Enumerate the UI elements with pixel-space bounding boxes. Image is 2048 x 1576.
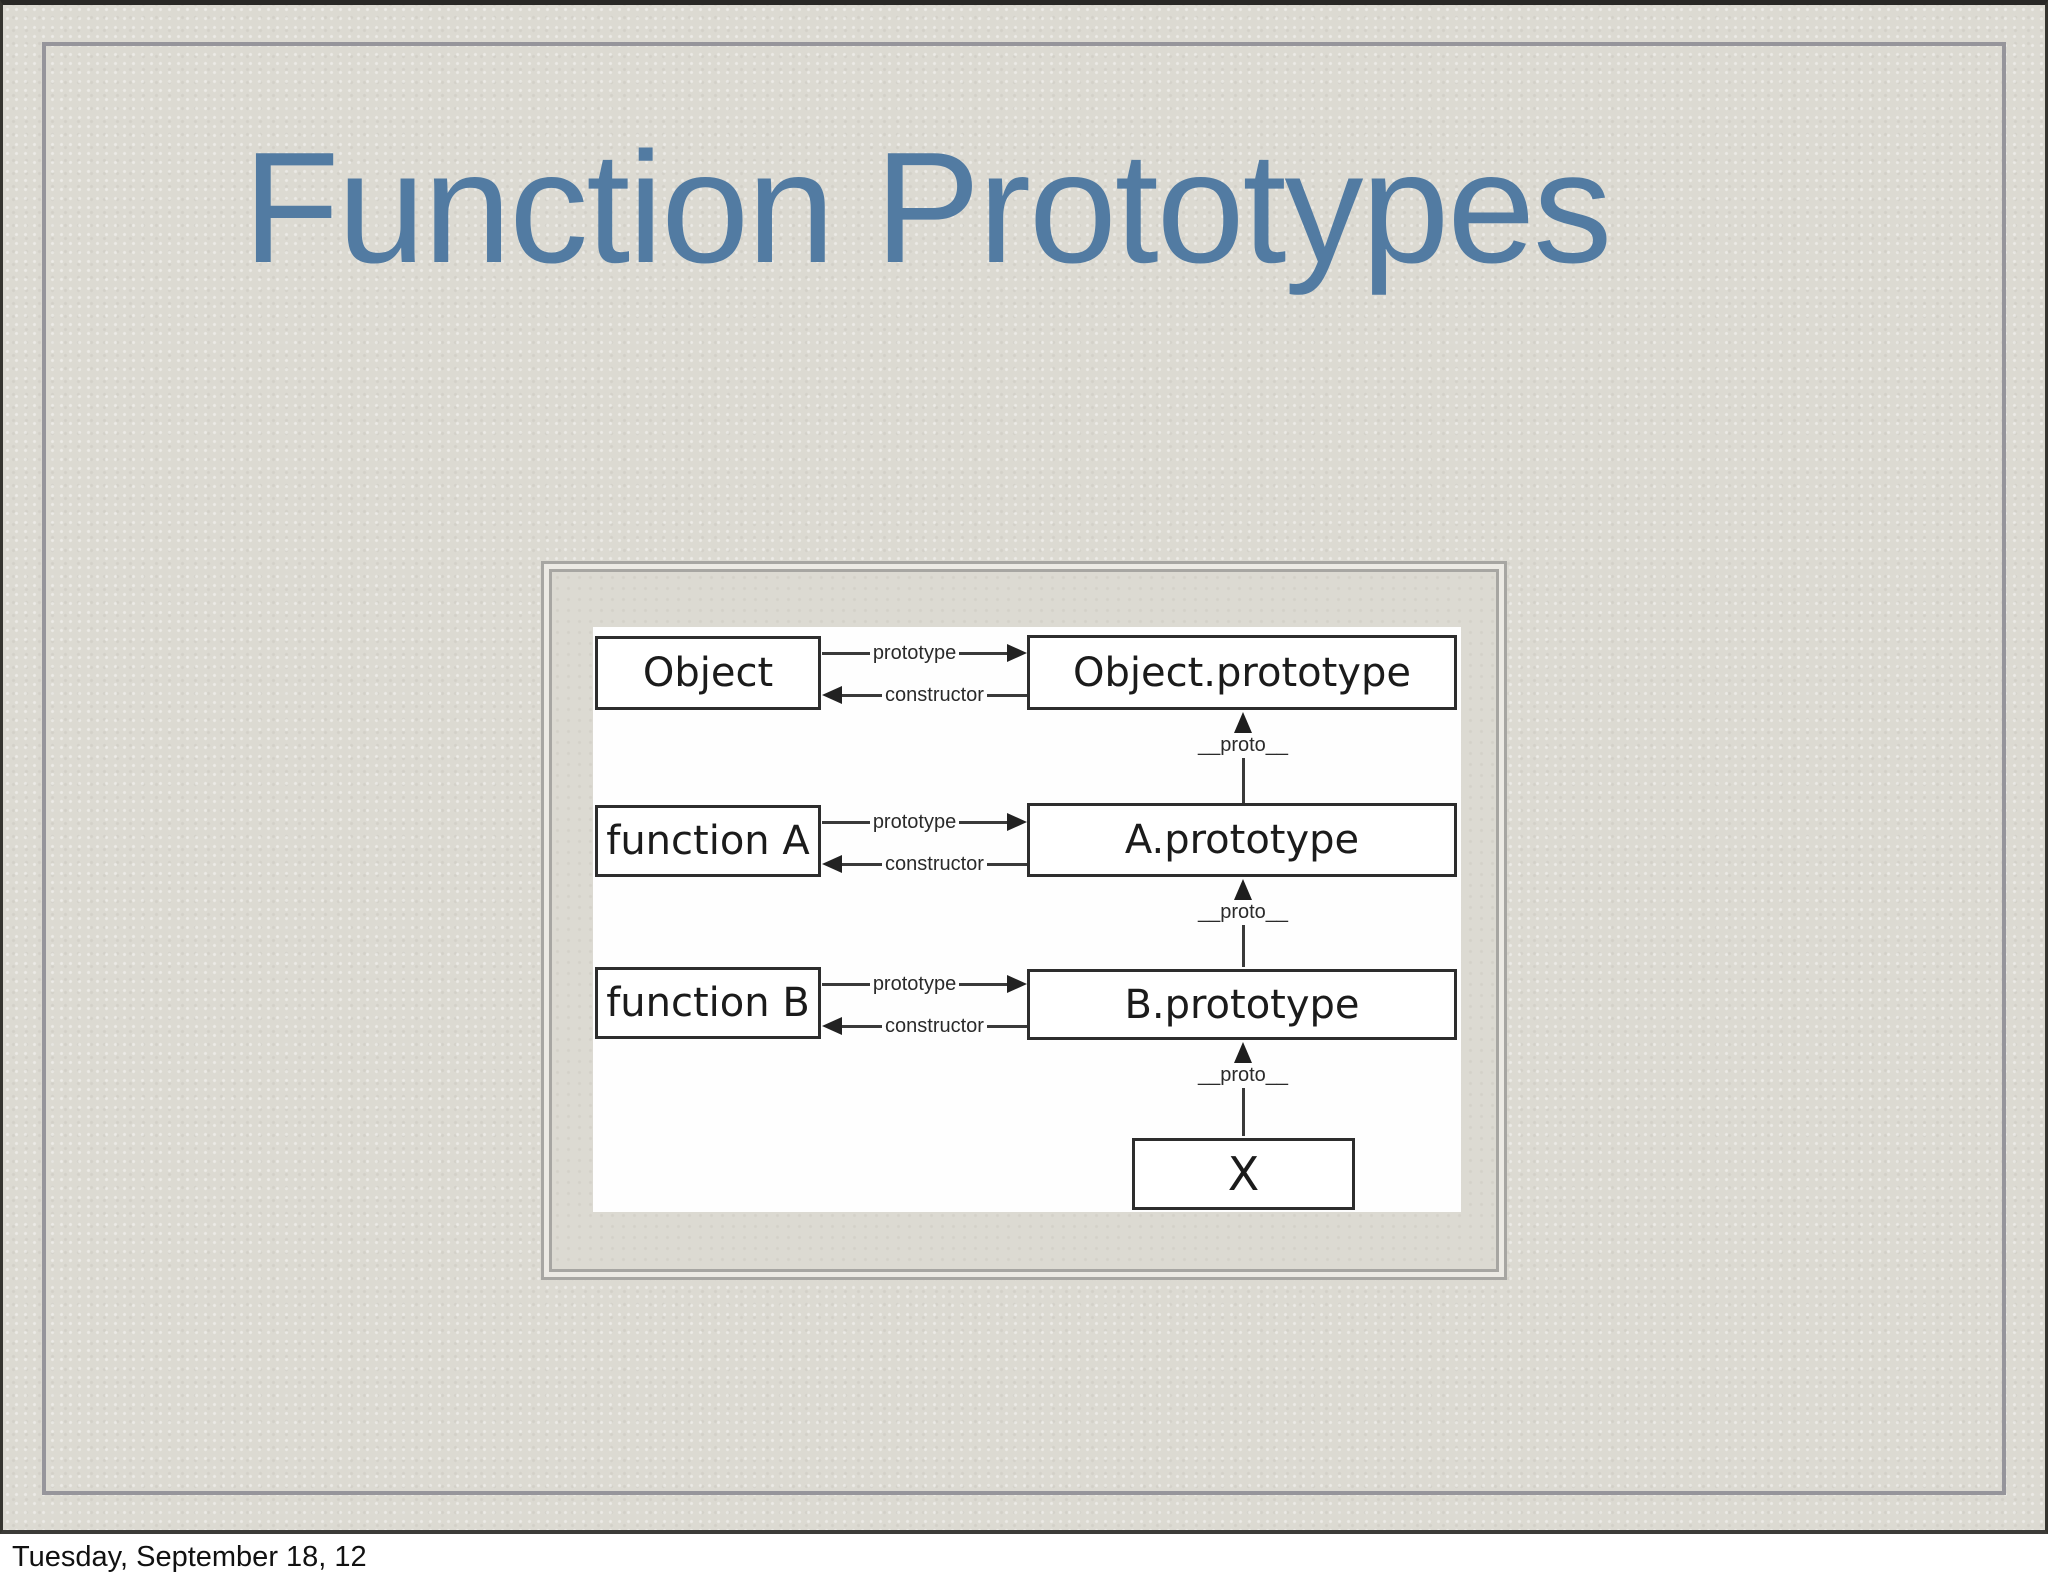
constructor-arrow-label: constructor xyxy=(885,853,984,875)
arrowhead-left-icon xyxy=(822,1017,842,1035)
arrow-line xyxy=(959,651,1008,655)
arrow-line xyxy=(959,820,1008,824)
prototype-chain-diagram: Object Object.prototype prototype constr… xyxy=(593,627,1461,1212)
arrowhead-right-icon xyxy=(1007,975,1028,993)
arrow-line xyxy=(959,982,1008,986)
node-object: Object xyxy=(595,636,821,710)
arrow-line xyxy=(1241,758,1245,803)
arrow-line xyxy=(986,1024,1027,1028)
arrow-line xyxy=(822,982,870,986)
node-a-prototype-label: A.prototype xyxy=(1124,817,1360,863)
prototype-arrow-row2: prototype xyxy=(822,972,1028,996)
arrowhead-up-icon xyxy=(1234,879,1252,900)
proto-link-label: __proto__ xyxy=(1197,734,1289,756)
proto-link-x-to-b: __proto__ xyxy=(1183,1042,1303,1136)
arrowhead-right-icon xyxy=(1007,813,1028,831)
constructor-arrow-row0: constructor xyxy=(822,683,1027,707)
node-function-a-label: function A xyxy=(606,818,810,864)
arrow-line xyxy=(1241,925,1245,967)
node-function-a: function A xyxy=(595,805,821,877)
proto-link-a-to-object: __proto__ xyxy=(1183,712,1303,803)
prototype-arrow-label: prototype xyxy=(872,811,957,833)
constructor-arrow-label: constructor xyxy=(885,1015,984,1037)
footer-date: Tuesday, September 18, 12 xyxy=(12,1540,367,1573)
arrow-line xyxy=(986,693,1027,697)
proto-link-label: __proto__ xyxy=(1197,901,1289,923)
node-x: X xyxy=(1132,1138,1355,1210)
constructor-arrow-row1: constructor xyxy=(822,852,1027,876)
arrowhead-left-icon xyxy=(822,686,842,704)
arrow-line xyxy=(822,651,870,655)
arrow-line xyxy=(1241,1088,1245,1136)
arrowhead-left-icon xyxy=(822,855,842,873)
slide-title: Function Prototypes xyxy=(243,120,1612,296)
prototype-arrow-row1: prototype xyxy=(822,810,1028,834)
node-b-prototype: B.prototype xyxy=(1027,969,1457,1040)
footer-bar: Tuesday, September 18, 12 xyxy=(0,1538,2048,1576)
node-function-b: function B xyxy=(595,967,821,1039)
arrowhead-up-icon xyxy=(1234,1042,1252,1063)
prototype-arrow-label: prototype xyxy=(872,642,957,664)
node-object-label: Object xyxy=(642,650,774,696)
constructor-arrow-label: constructor xyxy=(885,684,984,706)
prototype-arrow-label: prototype xyxy=(872,973,957,995)
slide-border-frame xyxy=(42,42,2006,1495)
constructor-arrow-row2: constructor xyxy=(822,1014,1027,1038)
node-x-label: X xyxy=(1227,1147,1260,1201)
arrow-line xyxy=(842,862,883,866)
arrow-line xyxy=(822,820,870,824)
node-a-prototype: A.prototype xyxy=(1027,803,1457,877)
arrow-line xyxy=(842,1024,883,1028)
node-function-b-label: function B xyxy=(606,980,810,1026)
arrow-line xyxy=(986,862,1027,866)
proto-link-label: __proto__ xyxy=(1197,1064,1289,1086)
proto-link-b-to-a: __proto__ xyxy=(1183,879,1303,967)
node-b-prototype-label: B.prototype xyxy=(1124,981,1360,1028)
prototype-arrow-row0: prototype xyxy=(822,641,1028,665)
arrow-line xyxy=(842,693,883,697)
arrowhead-right-icon xyxy=(1007,644,1028,662)
node-object-prototype: Object.prototype xyxy=(1027,635,1457,710)
node-object-prototype-label: Object.prototype xyxy=(1073,649,1411,696)
arrowhead-up-icon xyxy=(1234,712,1252,733)
